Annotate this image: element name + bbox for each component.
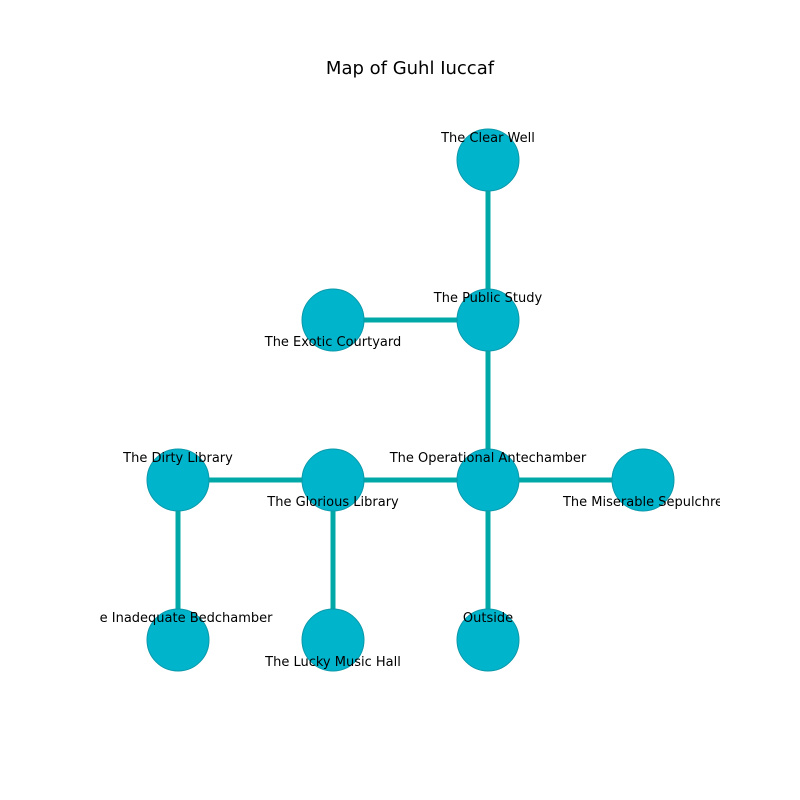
node-operational-antechamber (456, 448, 520, 512)
node-label-miserable-sepulchre: The Miserable Sepulchre (562, 495, 723, 510)
node-label-glorious-library: The Glorious Library (266, 495, 399, 510)
node-glorious-library (301, 448, 365, 512)
node-label-exotic-courtyard: The Exotic Courtyard (264, 335, 402, 350)
nodes-layer (146, 128, 675, 672)
node-inadequate-bedchamber (146, 608, 210, 672)
node-label-lucky-music-hall: The Lucky Music Hall (264, 655, 401, 670)
node-miserable-sepulchre (611, 448, 675, 512)
diagram-title: Map of Guhl Iuccaf (326, 58, 495, 79)
node-label-dirty-library: The Dirty Library (122, 451, 233, 466)
node-outside (456, 608, 520, 672)
node-lucky-music-hall (301, 608, 365, 672)
node-public-study (456, 288, 520, 352)
node-label-public-study: The Public Study (433, 291, 543, 306)
node-label-clear-well: The Clear Well (440, 131, 535, 146)
node-label-operational-antechamber: The Operational Antechamber (389, 451, 587, 466)
edges-layer (175, 160, 643, 640)
node-label-outside: Outside (463, 611, 513, 626)
node-label-inadequate-bedchamber: The Inadequate Bedchamber (82, 611, 273, 626)
node-clear-well (456, 128, 520, 192)
node-dirty-library (146, 448, 210, 512)
node-exotic-courtyard (301, 288, 365, 352)
